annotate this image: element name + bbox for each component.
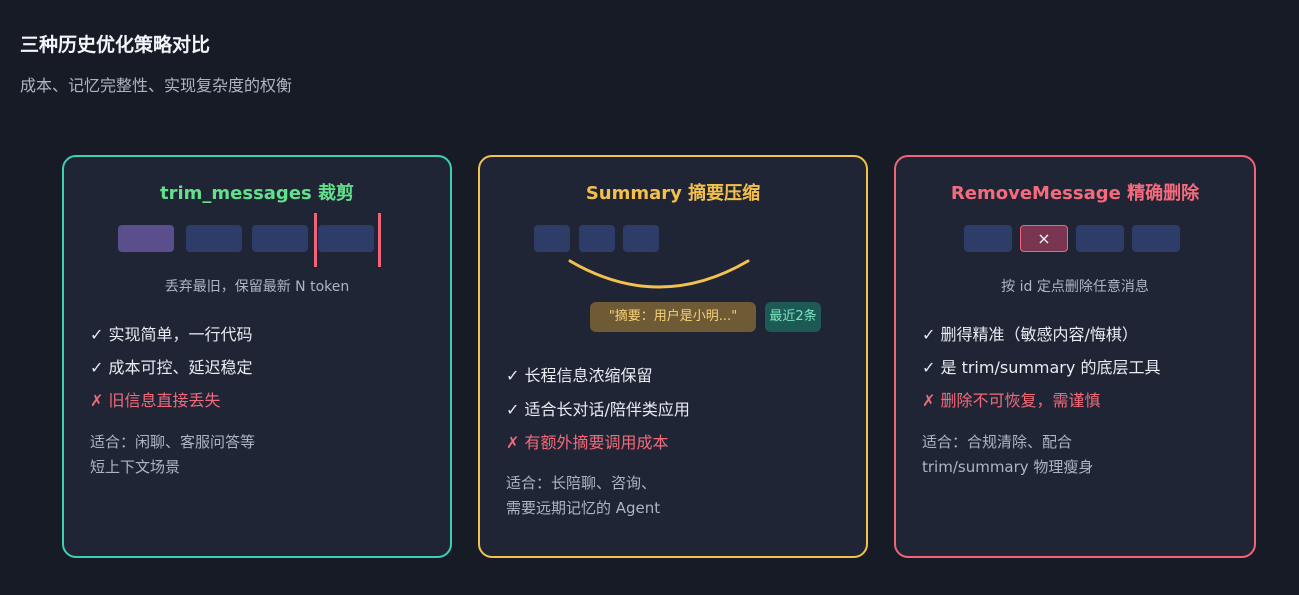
- remove-con-1: ✗ 删除不可恢复，需谨慎: [922, 391, 1101, 410]
- message-block-oldest: [118, 225, 174, 252]
- message-block: [534, 225, 570, 252]
- message-block: [579, 225, 615, 252]
- page-title: 三种历史优化策略对比: [20, 34, 211, 56]
- remove-pro-2: ✓ 是 trim/summary 的底层工具: [922, 358, 1161, 377]
- message-block: [186, 225, 242, 252]
- message-block: [1076, 225, 1124, 252]
- summary-card: Summary 摘要压缩 "摘要：用户是小明..." 最近2条 ✓ 长程信息浓缩…: [478, 155, 868, 558]
- summary-note-line: 适合：长陪聊、咨询、: [506, 474, 657, 492]
- remove-pro-1: ✓ 删得精准（敏感内容/悔棋）: [922, 325, 1138, 344]
- trim-card-title: trim_messages 裁剪: [159, 183, 355, 204]
- trim-pro-1: ✓ 实现简单，一行代码: [90, 325, 253, 344]
- remove-card: RemoveMessage 精确删除 × 按 id 定点删除任意消息 ✓ 删得精…: [894, 155, 1256, 558]
- remove-note-line: trim/summary 物理瘦身: [922, 458, 1094, 476]
- page-subtitle: 成本、记忆完整性、实现复杂度的权衡: [20, 76, 293, 95]
- trim-note-line: 适合：闲聊、客服问答等: [90, 433, 256, 451]
- cut-line-right: [378, 213, 381, 267]
- compress-arc: [568, 259, 750, 289]
- summary-con-1: ✗ 有额外摘要调用成本: [506, 433, 669, 452]
- remove-note: 适合：合规清除、配合 trim/summary 物理瘦身: [922, 430, 1093, 480]
- summary-pro-2: ✓ 适合长对话/陪伴类应用: [506, 400, 690, 419]
- cut-line-left: [314, 213, 317, 267]
- message-block: [1132, 225, 1180, 252]
- summary-pro-1: ✓ 长程信息浓缩保留: [506, 366, 653, 385]
- message-block: [623, 225, 659, 252]
- remove-note-line: 适合：合规清除、配合: [922, 433, 1073, 451]
- summary-card-title: Summary 摘要压缩: [585, 183, 761, 204]
- remove-caption: 按 id 定点删除任意消息: [1001, 279, 1149, 295]
- trim-note-line: 短上下文场景: [90, 458, 181, 476]
- message-block: [252, 225, 308, 252]
- message-block: [318, 225, 374, 252]
- trim-note: 适合：闲聊、客服问答等 短上下文场景: [90, 430, 255, 480]
- trim-pro-2: ✓ 成本可控、延迟稳定: [90, 358, 253, 377]
- trim-con-1: ✗ 旧信息直接丢失: [90, 391, 221, 410]
- remove-card-title: RemoveMessage 精确删除: [950, 183, 1200, 204]
- trim-caption: 丢弃最旧，保留最新 N token: [164, 279, 350, 295]
- summary-note-line: 需要远期记忆的 Agent: [506, 499, 661, 517]
- summary-note: 适合：长陪聊、咨询、 需要远期记忆的 Agent: [506, 471, 660, 521]
- message-block: [964, 225, 1012, 252]
- summary-chip: "摘要：用户是小明...": [590, 302, 756, 332]
- deleted-message-block: ×: [1020, 225, 1068, 252]
- close-icon: ×: [1037, 229, 1051, 248]
- recent-messages-chip: 最近2条: [765, 302, 821, 332]
- trim-card: trim_messages 裁剪 丢弃最旧，保留最新 N token ✓ 实现简…: [62, 155, 452, 558]
